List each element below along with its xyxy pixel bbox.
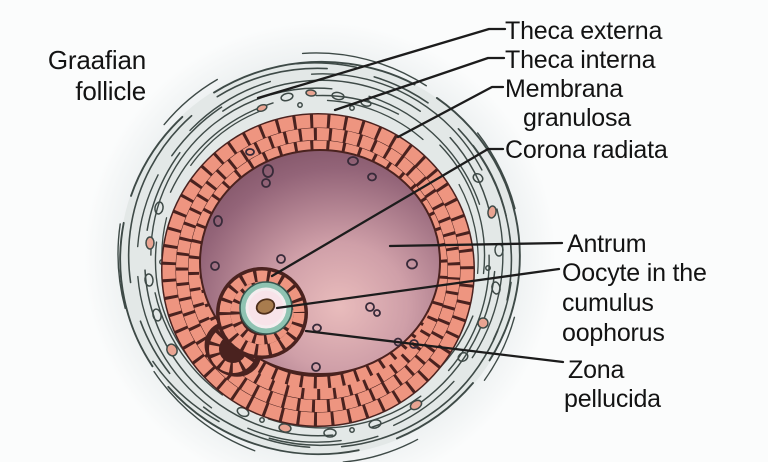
theca-interna-cells xyxy=(144,89,504,438)
leader-lines xyxy=(256,27,565,364)
label-zona-line1: Zona xyxy=(568,356,624,384)
diagram-title-line2: follicle xyxy=(75,76,146,106)
label-theca-externa: Theca externa xyxy=(505,17,663,45)
leader-line-zona-pellucida xyxy=(304,329,565,364)
label-antrum: Antrum xyxy=(567,230,646,258)
oocyte-nucleus xyxy=(256,299,275,314)
leader-line-oocyte xyxy=(275,267,561,310)
label-oocyte-line1: Oocyte in the xyxy=(562,259,707,287)
label-theca-interna: Theca interna xyxy=(505,46,656,74)
leader-line-membrana-granulosa xyxy=(396,85,505,139)
label-membrana-line1: Membrana xyxy=(505,75,623,103)
label-membrana-line2: granulosa xyxy=(523,104,631,132)
label-zona-line2: pellucida xyxy=(564,385,661,413)
label-oocyte-line2: cumulus xyxy=(562,289,654,317)
oocyte xyxy=(239,281,293,335)
diagram-title-line1: Graafian xyxy=(48,45,146,75)
leader-line-antrum xyxy=(388,241,564,248)
label-oocyte-line3: oophorus xyxy=(562,319,665,347)
leader-line-corona-radiata xyxy=(270,147,505,278)
diagram-title: Graafian follicle xyxy=(48,45,146,106)
structure-labels: Theca externa Theca interna Membrana gra… xyxy=(505,17,707,413)
leader-line-theca-externa xyxy=(256,27,507,100)
leader-line-theca-interna xyxy=(333,56,506,112)
label-corona-radiata: Corona radiata xyxy=(505,136,668,164)
